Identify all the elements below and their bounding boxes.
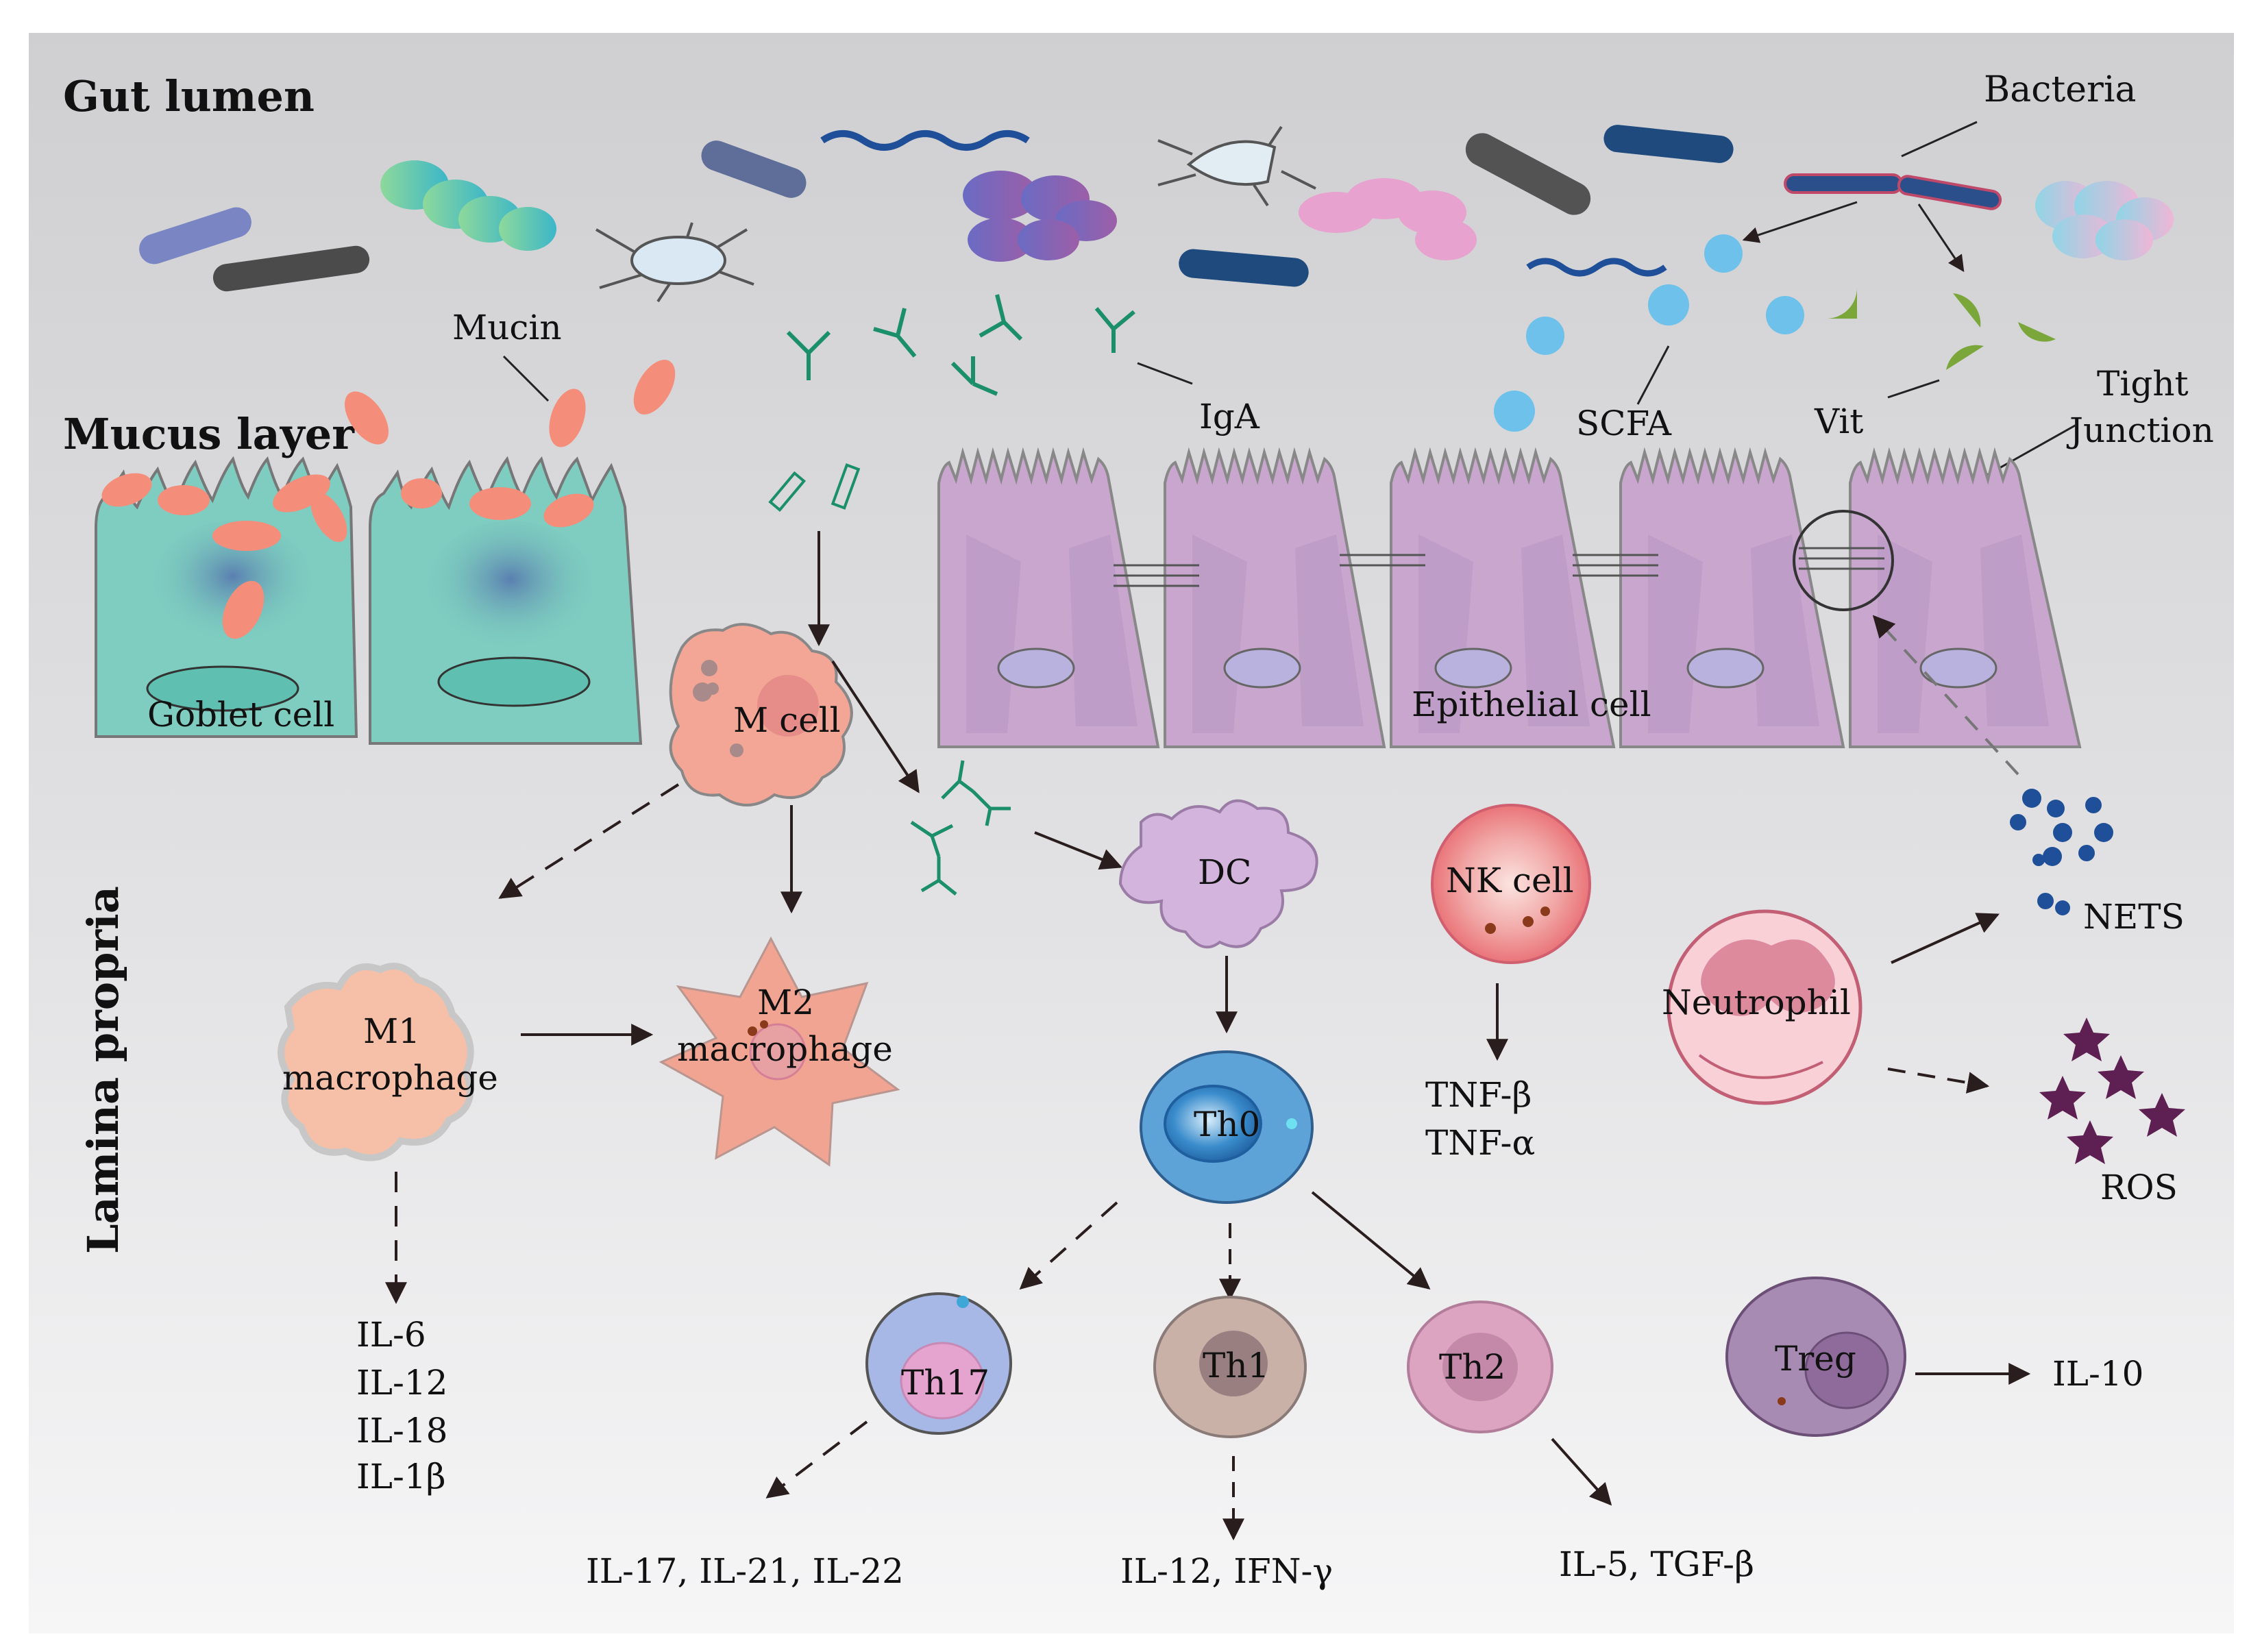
ros-molecules <box>2039 1018 2185 1164</box>
bacteria-group <box>139 125 2174 303</box>
bacterium-cluster <box>1299 178 1477 260</box>
th17-cytokines-label: IL-17, IL-21, IL-22 <box>586 1551 904 1591</box>
bacterium-cluster <box>380 160 556 251</box>
vitamin-molecules <box>1826 288 2056 370</box>
th17-cell <box>865 1292 1012 1435</box>
bacterium-rod <box>701 140 807 198</box>
arrow-iga-to-dc <box>1034 831 1122 870</box>
nk-cell-label: NK cell <box>1446 861 1574 900</box>
bacterium-rod <box>1465 133 1591 215</box>
bacterium-spiral <box>1526 258 1667 277</box>
tnf-alpha-label: TNF-α <box>1425 1123 1535 1163</box>
arrow-nets-to-tight-junction <box>1872 615 2019 776</box>
epithelial-cells <box>937 447 2082 748</box>
bacteria-label: Bacteria <box>1984 69 2137 110</box>
tight-junction-highlight <box>1793 510 1894 611</box>
nk-cell <box>1431 804 1591 964</box>
treg-cell <box>1725 1277 1906 1437</box>
m-cell-label: M cell <box>733 700 841 740</box>
neutrophil-label: Neutrophil <box>1662 983 1851 1022</box>
mucin-label: Mucin <box>452 308 562 347</box>
arrow-th0-to-th17 <box>1019 1201 1118 1290</box>
iga-antibodies <box>786 294 1135 396</box>
m2-label-line2: macrophage <box>677 1029 893 1069</box>
th1-label: Th1 <box>1203 1346 1269 1385</box>
epithelial-cell-label: Epithelial cell <box>1412 685 1651 724</box>
th0-label: Th0 <box>1194 1105 1260 1144</box>
arrow-neutrophil-to-nets <box>1891 913 2000 964</box>
epithelial-nuclei <box>997 648 1997 689</box>
bacterium-rod <box>139 207 251 264</box>
arrow-bacteria-to-vit <box>1917 204 1965 272</box>
bacteria-pointer <box>1901 121 1978 158</box>
m1-macrophage <box>278 963 474 1161</box>
iga-pointer <box>1137 362 1193 385</box>
arrow-th17-to-cytokines <box>765 1420 868 1499</box>
iga-label: IgA <box>1199 397 1260 436</box>
m2-label-line1: M2 <box>757 983 814 1022</box>
arrow-m-cell-to-iga <box>831 660 920 793</box>
lamina-propria-label: Lamina propria <box>78 886 128 1254</box>
bacterium-spiral <box>820 130 1030 151</box>
dendritic-cell <box>1118 799 1318 949</box>
bacterium-flagellated <box>595 222 754 303</box>
bacterium-dividing <box>1897 175 2002 210</box>
arrow-bacteria-to-scfa <box>1742 201 1858 243</box>
arrow-m-cell-to-m1 <box>498 783 680 899</box>
goblet-nucleus <box>146 665 299 712</box>
th2-cytokines-label: IL-5, TGF-β <box>1559 1544 1754 1584</box>
bacterium-flagellated <box>1157 125 1316 207</box>
m1-label-line2: macrophage <box>282 1058 498 1098</box>
th0-cell <box>1140 1050 1314 1204</box>
goblet-mucin-granules <box>101 473 594 639</box>
goblet-cell-left <box>95 456 358 738</box>
gut-lumen-label: Gut lumen <box>63 71 315 121</box>
goblet-cell-label: Goblet cell <box>147 695 334 735</box>
th1-cytokines-label: IL-12, IFN-γ <box>1120 1551 1333 1591</box>
m1-label-line1: M1 <box>363 1011 420 1051</box>
iga-fragments <box>768 463 861 513</box>
scfa-label: SCFA <box>1576 404 1672 443</box>
scfa-pointer <box>1636 345 1670 405</box>
arrow-th0-to-th2 <box>1311 1191 1431 1290</box>
bacterium-dividing <box>1784 173 1903 194</box>
bacterium-rod <box>1603 125 1734 163</box>
tnf-beta-label: TNF-β <box>1425 1075 1532 1115</box>
il1b-label: IL-1β <box>356 1457 446 1496</box>
goblet-nucleus <box>437 656 591 707</box>
tight-junction-label-line2: Junction <box>2066 410 2214 450</box>
arrow-neutrophil-to-ros <box>1887 1068 1990 1094</box>
neutrophil <box>1667 909 1863 1105</box>
tight-junction-label-line1: Tight <box>2097 364 2189 404</box>
th1-cell <box>1153 1296 1307 1438</box>
arrow-th2-to-cytokines <box>1551 1438 1612 1506</box>
vit-label: Vit <box>1814 402 1863 441</box>
ros-label: ROS <box>2100 1168 2178 1207</box>
tight-junctions <box>1114 547 1884 587</box>
treg-label: Treg <box>1775 1339 1856 1379</box>
il12-label: IL-12 <box>356 1363 447 1403</box>
mucin-pointer <box>502 355 550 402</box>
bacterium-rod <box>212 245 370 292</box>
mucin-granules <box>345 360 676 447</box>
m-cell <box>669 623 853 806</box>
il6-label: IL-6 <box>356 1315 426 1355</box>
iga-complexes <box>910 760 1011 896</box>
bacterium-cluster <box>963 171 1117 262</box>
mucus-layer-label: Mucus layer <box>63 409 355 459</box>
goblet-cell-right <box>369 456 643 745</box>
il10-label: IL-10 <box>2052 1354 2143 1394</box>
vit-pointer <box>1887 379 1940 399</box>
bacterium-cluster <box>2035 181 2174 260</box>
dc-label: DC <box>1198 852 1251 892</box>
th2-cell <box>1407 1300 1553 1433</box>
th17-label: Th17 <box>901 1363 989 1403</box>
scfa-molecules <box>1494 234 1804 432</box>
bacterium-rod <box>1179 249 1309 287</box>
th2-label: Th2 <box>1439 1347 1505 1387</box>
nets-label: NETS <box>2083 897 2185 937</box>
il18-label: IL-18 <box>356 1411 447 1451</box>
nets-particles <box>2010 789 2113 915</box>
